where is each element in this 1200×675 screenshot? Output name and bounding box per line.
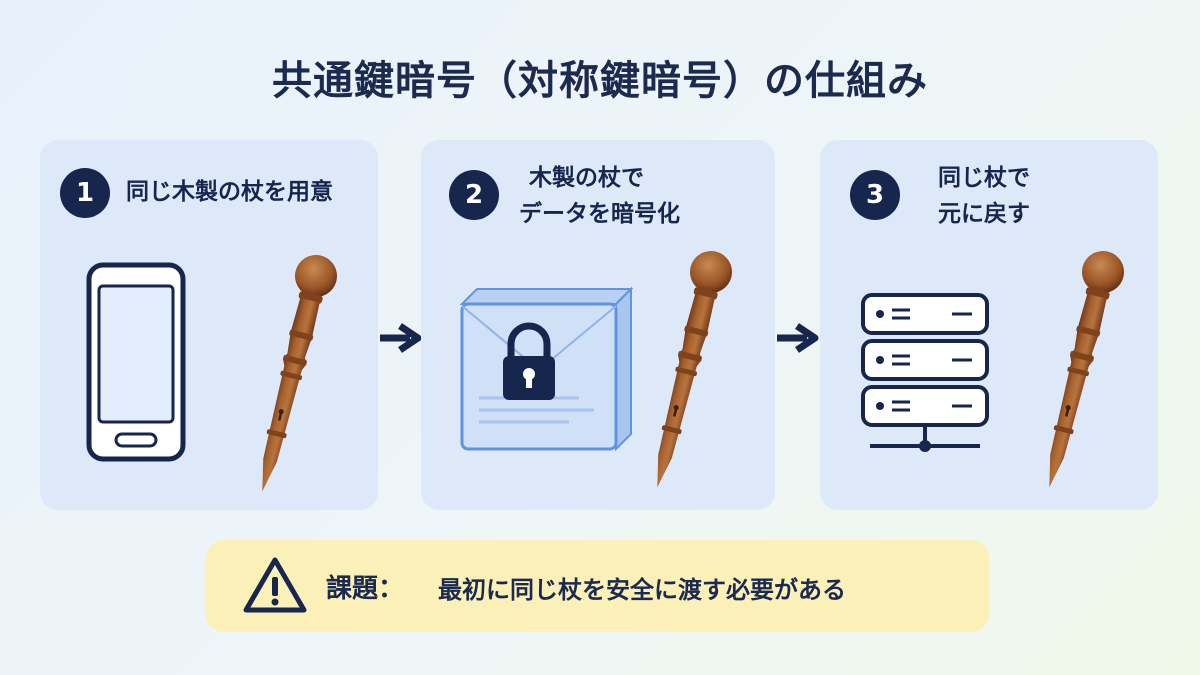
step-number-badge: 2 [449, 170, 499, 220]
server-rack-icon [861, 293, 989, 452]
wooden-staff-icon [636, 250, 737, 493]
warning-triangle-icon [243, 557, 307, 613]
wooden-staff-icon [1028, 248, 1129, 493]
right-arrow-icon [380, 323, 422, 353]
step-number-badge: 1 [60, 168, 110, 218]
page-title: 共通鍵暗号（対称鍵暗号）の仕組み [272, 58, 928, 104]
step-panel-3: 3 同じ杖で 元に戻す [820, 140, 1158, 510]
step-label-line1: 同じ杖で [938, 165, 1030, 191]
warning-heading: 課題： [326, 574, 405, 604]
step-panel-1: 1 同じ木製の杖を用意 [40, 140, 378, 510]
step-label-line2: 元に戻す [938, 201, 1030, 227]
step-label-line2: データを暗号化 [519, 201, 680, 227]
warning-box: 課題： 最初に同じ杖を安全に渡す必要がある [206, 540, 989, 632]
step-label: 同じ木製の杖を用意 [126, 179, 333, 205]
locked-envelope-icon [459, 286, 634, 452]
step-label-line1: 木製の杖で [529, 165, 644, 191]
smartphone-icon [86, 262, 186, 462]
step-panel-2: 2 木製の杖で データを暗号化 [421, 140, 775, 510]
right-arrow-icon [777, 323, 819, 353]
wooden-staff-icon [241, 250, 342, 497]
step-number-badge: 3 [850, 170, 900, 220]
warning-text: 最初に同じ杖を安全に渡す必要がある [438, 576, 846, 604]
